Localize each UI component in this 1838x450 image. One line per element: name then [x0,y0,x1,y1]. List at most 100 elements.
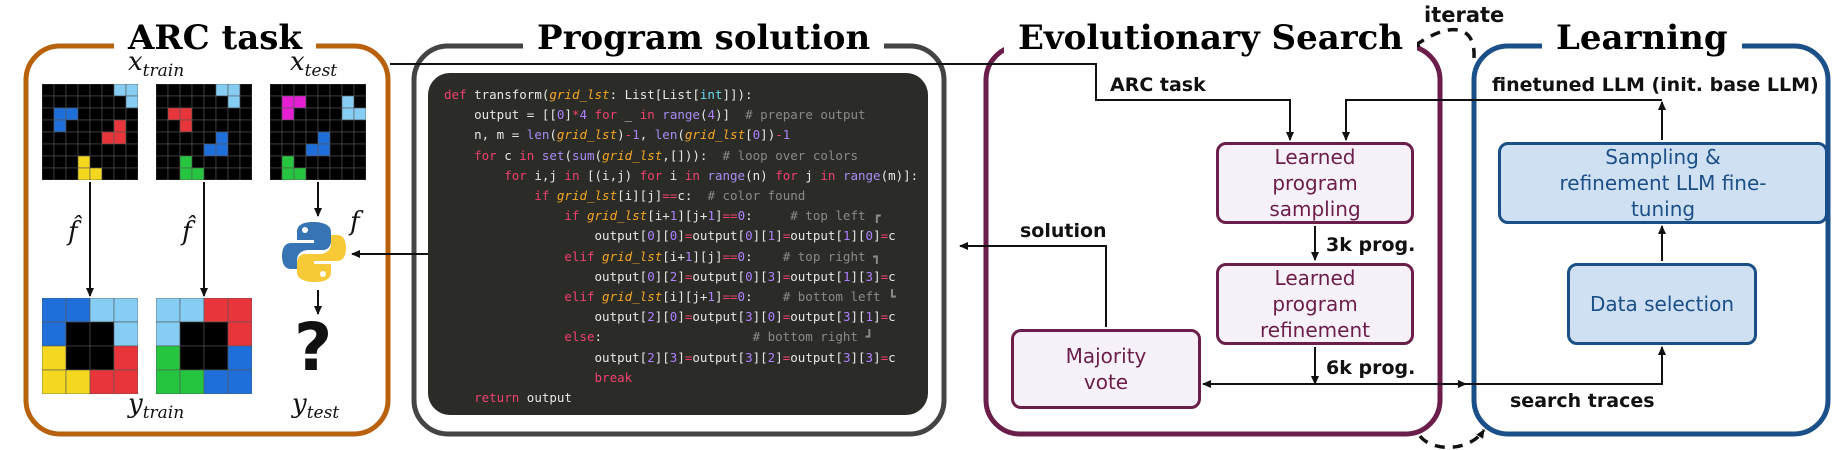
x-train-grid-2 [156,84,252,180]
grid-cell [77,119,91,133]
code-token: = [782,268,791,284]
code-token: ] [677,268,685,284]
grid-cell [113,107,127,121]
x-test-subscript: test [304,61,338,82]
grid-cell [203,167,217,180]
code-token: c [504,147,520,163]
grid-cell [53,131,67,145]
grid-cell [305,167,319,180]
code-token: for [775,167,806,183]
code-token: output[ [444,228,648,244]
grid-cell [77,143,91,157]
code-token: range [842,167,881,183]
code-token: = [782,349,791,365]
code-token: ][ [752,309,768,325]
code-token: 3 [865,268,874,284]
grid-cell [293,143,307,157]
grid-cell [317,155,331,169]
grid-cell [156,369,181,394]
code-token: - [624,127,633,143]
code-token: ( [549,127,557,143]
grid-cell [317,167,331,180]
code-token: 3 [767,268,776,284]
learned-program-sampling-node: Learned program sampling [1216,142,1414,224]
grid-cell [53,167,67,180]
code-token: ][ [752,268,768,284]
program-code-panel: def transform(grid_lst: List[List[int]])… [428,73,928,415]
code-token: 1 [707,208,715,224]
solution-label: solution [1020,220,1107,242]
search-traces-label: search traces [1510,390,1655,412]
grid-cell [113,345,138,371]
code-token: output[ [692,349,746,365]
code-token: [i+ [647,208,670,224]
grid-cell [77,84,91,97]
code-line: elif grid_lst[i+1][j]==0: # top right ┓ [444,248,880,265]
iterate-arrow-bottom [1418,428,1486,449]
grid-cell [281,155,295,169]
grid-cell [113,95,127,109]
code-token: ,[])): [662,147,723,163]
grid-cell [65,84,79,97]
grid-cell [353,143,366,157]
code-line: output[2][0]=output[3][0]=output[3][1]=c [444,309,896,325]
grid-cell [227,119,241,133]
code-token: ][ [752,228,768,244]
code-token: in [820,167,843,183]
grid-cell [281,119,295,133]
grid-cell [179,119,193,133]
grid-cell [167,167,181,180]
grid-cell [42,84,55,97]
grid-cell [77,131,91,145]
grid-cell [101,119,115,133]
grid-cell [53,119,67,133]
grid-cell [317,131,331,145]
code-token: = [880,268,889,284]
grid-cell [203,155,217,169]
code-token: output[ [790,309,843,325]
finetuned-llm-label: finetuned LLM (init. base LLM) [1492,74,1819,96]
x-train-subscript: train [142,61,185,82]
grid-cell [113,167,127,180]
code-token: int [699,87,723,102]
grid-cell [53,107,67,121]
code-token: == [662,188,678,203]
code-token: 0 [737,248,746,264]
grid-cell [215,143,229,157]
grid-cell [156,95,169,109]
grid-cell [341,167,355,180]
grid-cell [113,369,138,394]
grid-cell [65,95,79,109]
code-token: 1 [782,127,791,143]
code-token: if [444,188,557,203]
grid-cell [167,119,181,133]
code-token: 0 [745,268,753,284]
grid-cell [215,95,229,109]
code-token: [(i,j) [587,167,640,183]
grid-cell [191,84,205,97]
grid-cell [341,131,355,145]
grid-cell [65,345,91,371]
code-token: # top left ┏ [790,208,881,224]
grid-cell [281,95,295,109]
grid-cell [191,107,205,121]
grid-cell [305,84,319,97]
code-line: elif grid_lst[i][j+1]==0: # bottom left … [444,289,895,305]
grid-cell [227,298,252,323]
code-token: 2 [647,309,655,325]
code-token: ] [873,309,881,325]
grid-cell [65,369,91,394]
grid-cell [156,107,169,121]
grid-cell [53,95,67,109]
code-token: = [782,228,791,244]
code-token: output [526,390,572,405]
grid-cell [270,107,283,121]
grid-cell [167,131,181,145]
grid-cell [215,119,229,133]
grid-cell [270,119,283,133]
code-token: len [526,127,550,143]
grid-cell [113,298,138,323]
grid-cell [227,155,241,169]
data-selection-node: Data selection [1567,263,1757,345]
grid-cell [227,95,241,109]
